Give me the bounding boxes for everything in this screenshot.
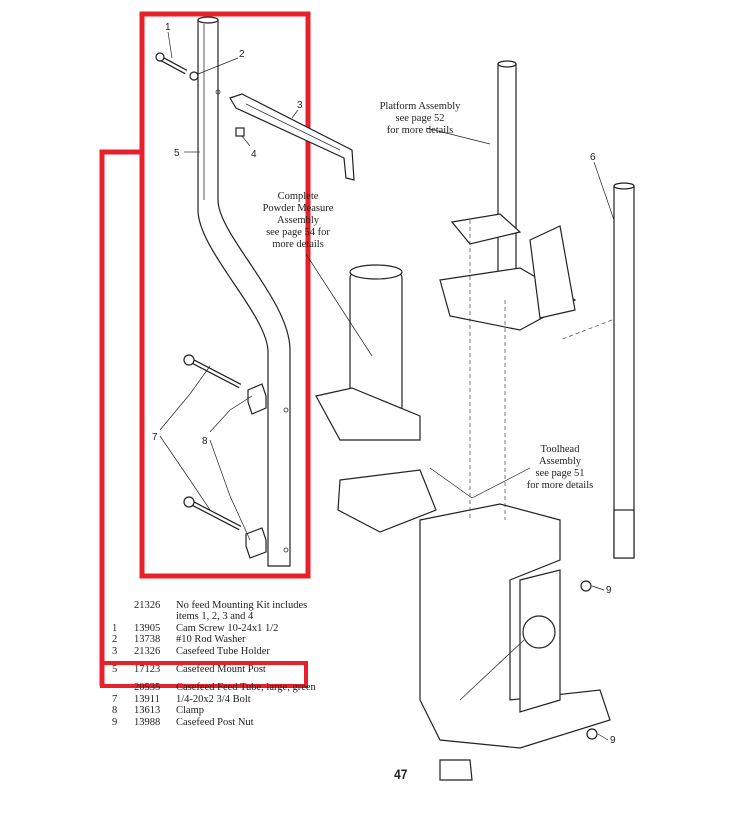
- powder-measure-assembly-note: Complete Powder Measure Assembly see pag…: [263, 191, 334, 250]
- svg-text:Complete: Complete: [278, 191, 319, 202]
- callout-9-upper: 9: [606, 585, 612, 596]
- parts-row-10: 9 13988 Casefeed Post Nut: [112, 716, 254, 728]
- tube-holder-drawing: [229, 93, 355, 181]
- highlight-box-part-5-row: [100, 661, 308, 688]
- callout-6: 6: [590, 152, 596, 163]
- svg-text:Toolhead: Toolhead: [541, 444, 581, 455]
- highlight-box-mount-post: [139, 11, 311, 579]
- parts-row-8: 7 13911 1/4-20x2 3/4 Bolt: [112, 693, 251, 705]
- bolt-drawing-upper: [183, 354, 242, 389]
- svg-text:for more details: for more details: [527, 480, 593, 491]
- callout-4: 4: [251, 149, 257, 160]
- svg-text:see page 52: see page 52: [396, 113, 445, 124]
- callout-leader-lines: [159, 31, 615, 741]
- rod-washer-drawing: [189, 71, 199, 81]
- svg-text:Assembly: Assembly: [539, 456, 582, 467]
- clamp-drawing-lower: [245, 527, 267, 559]
- parts-row-9: 8 13613 Clamp: [112, 705, 204, 717]
- press-assembly-drawing: [315, 60, 635, 781]
- parts-list: 21326 No feed Mounting Kit includes item…: [112, 600, 412, 728]
- small-clip-drawing: [235, 127, 245, 137]
- parts-row-7: 20535 Casefeed Feed Tube, large, green: [134, 682, 316, 694]
- casefeed-mount-post-drawing: [197, 16, 291, 567]
- parts-row-3: 1 13905 Cam Screw 10-24x1 1/2: [112, 622, 279, 634]
- parts-row-2: items 1, 2, 3 and 4: [176, 611, 254, 623]
- callout-2: 2: [239, 49, 245, 60]
- page-number: 47: [394, 766, 408, 782]
- toolhead-assembly-note: Toolhead Assembly see page 51 for more d…: [527, 444, 593, 491]
- callout-1: 1: [165, 22, 171, 33]
- svg-text:more details: more details: [272, 239, 324, 250]
- clamp-drawing-upper: [247, 383, 267, 415]
- parts-row-1: 21326 No feed Mounting Kit includes: [134, 600, 308, 611]
- parts-row-highlighted: 5 17123 Casefeed Mount Post: [112, 664, 266, 676]
- svg-text:see page 51: see page 51: [536, 468, 585, 479]
- callout-8: 8: [202, 436, 208, 447]
- cam-screw-drawing: [155, 52, 188, 75]
- callout-7: 7: [152, 432, 158, 443]
- parts-row-5: 3 21326 Casefeed Tube Holder: [112, 645, 270, 657]
- callout-3: 3: [297, 100, 303, 111]
- svg-text:Platform Assembly: Platform Assembly: [380, 101, 462, 112]
- svg-text:Powder Measure: Powder Measure: [263, 203, 334, 214]
- svg-text:Assembly: Assembly: [277, 215, 320, 226]
- callout-9-lower: 9: [610, 735, 616, 746]
- platform-assembly-note: Platform Assembly see page 52 for more d…: [380, 101, 462, 136]
- parts-row-4: 2 13738 #10 Rod Washer: [112, 634, 246, 646]
- svg-text:see page 54 for: see page 54 for: [266, 227, 330, 238]
- svg-text:for more details: for more details: [387, 125, 453, 136]
- callout-5: 5: [174, 148, 180, 159]
- highlight-bracket-parts-list: [99, 149, 142, 686]
- bolt-drawing-lower: [183, 496, 242, 531]
